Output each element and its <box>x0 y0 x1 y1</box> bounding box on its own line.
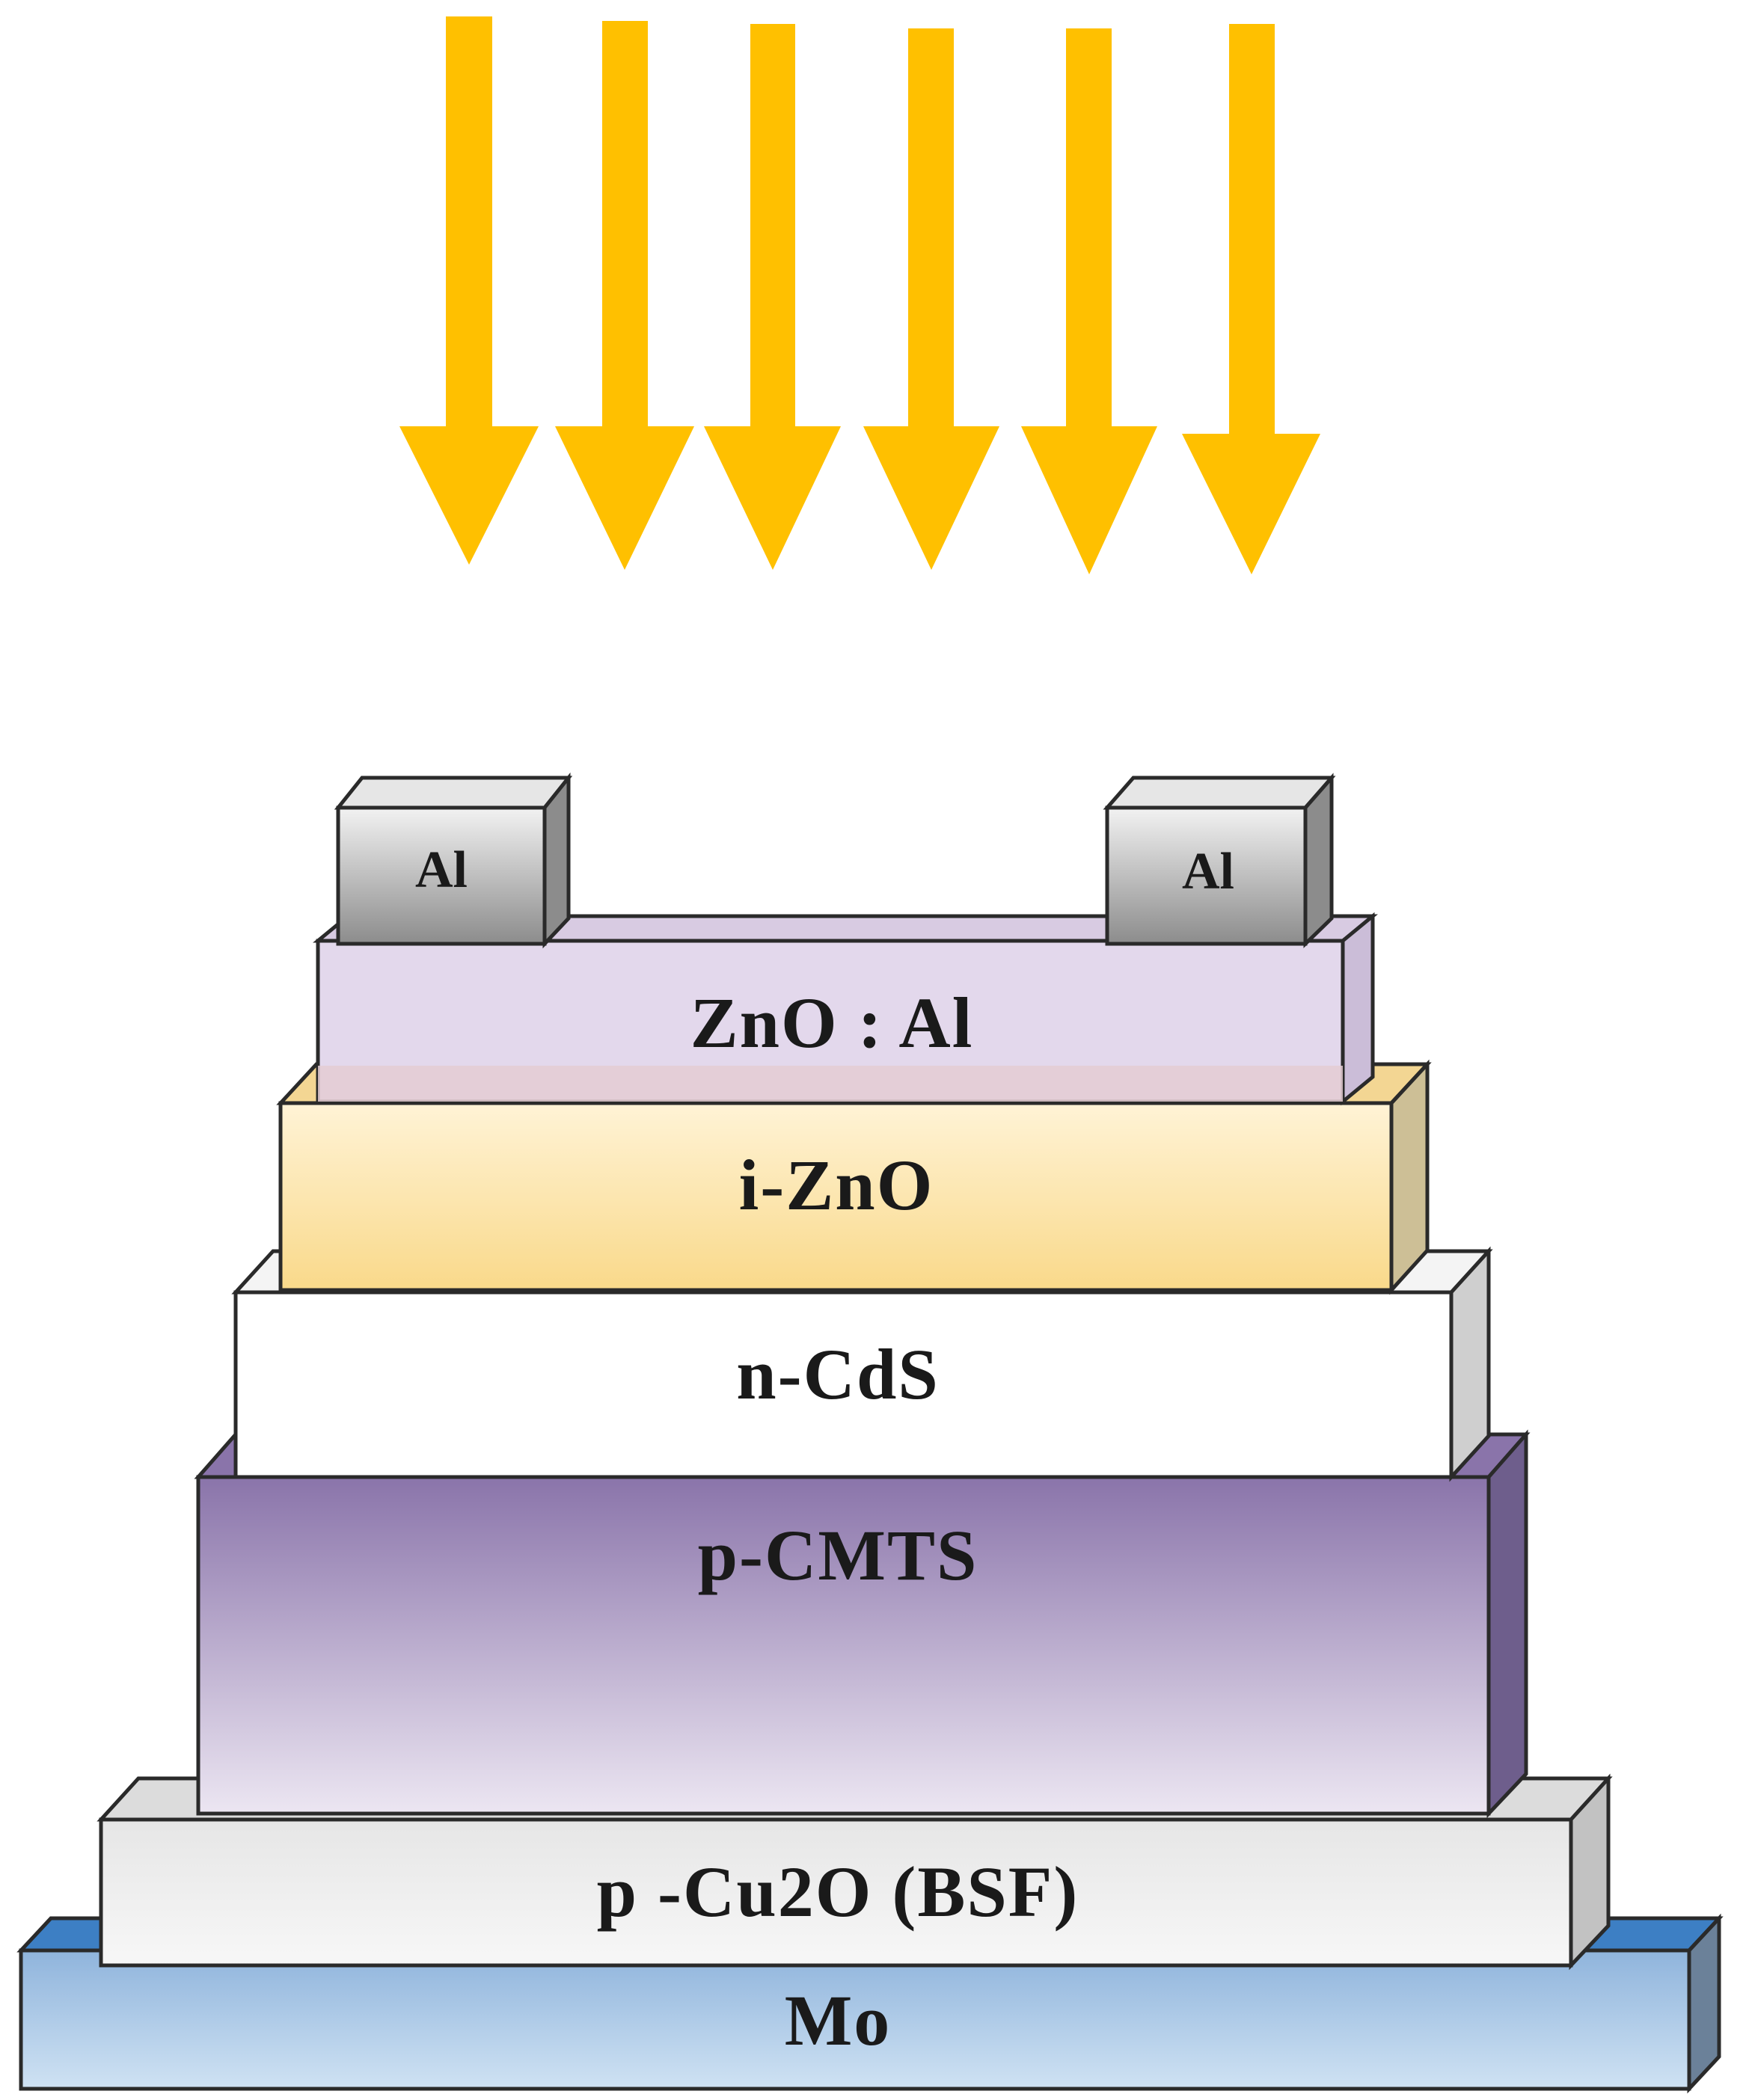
layer-zno-al-side-face <box>1341 912 1375 1106</box>
layer-zno-al-label: ZnO : Al <box>690 983 974 1063</box>
down-arrow-icon <box>555 21 694 570</box>
contact-right-label: Al <box>1182 843 1234 900</box>
contact-left-side-face <box>542 772 571 949</box>
layer-mo-front <box>19 1948 1691 2091</box>
layer-mo-label: Mo <box>785 1980 892 2060</box>
down-arrow-icon <box>1182 24 1320 574</box>
layer-p-cmts: p-CMTS <box>194 1429 1531 1819</box>
layer-p-cmts-label: p-CMTS <box>698 1515 978 1595</box>
layer-n-cds-front <box>233 1290 1454 1479</box>
down-arrow-icon <box>399 16 539 565</box>
contact-right-top-face <box>1103 776 1336 810</box>
contact-left-top-face <box>334 776 573 810</box>
layer-n-cds-side-face <box>1449 1246 1491 1482</box>
down-arrow-icon <box>704 24 841 570</box>
down-arrow-icon <box>1021 28 1157 574</box>
layer-p-cu2o-front <box>99 1817 1573 1968</box>
contact-left-front <box>336 805 547 946</box>
contact-left: Al <box>334 772 573 949</box>
layer-p-cmts-side-face <box>1486 1429 1528 1819</box>
layer-i-zno-side-face <box>1389 1059 1430 1295</box>
contact-right: Al <box>1103 773 1336 948</box>
layer-p-cu2o-label: p -Cu2O (BSF) <box>597 1852 1079 1932</box>
contact-right-front <box>1105 805 1308 946</box>
layer-i-zno-front <box>278 1101 1394 1292</box>
light-arrows <box>399 16 1320 574</box>
layer-p-cmts-front <box>196 1475 1491 1816</box>
layer-zno-al-overlap <box>318 1066 1343 1102</box>
contact-left-label: Al <box>415 841 468 899</box>
down-arrow-icon <box>863 28 999 570</box>
contact-right-side-face <box>1303 773 1334 948</box>
layer-i-zno-label: i-ZnO <box>739 1145 934 1225</box>
layer-mo-side-face <box>1687 1913 1721 2094</box>
layer-n-cds-label: n-CdS <box>736 1334 939 1414</box>
